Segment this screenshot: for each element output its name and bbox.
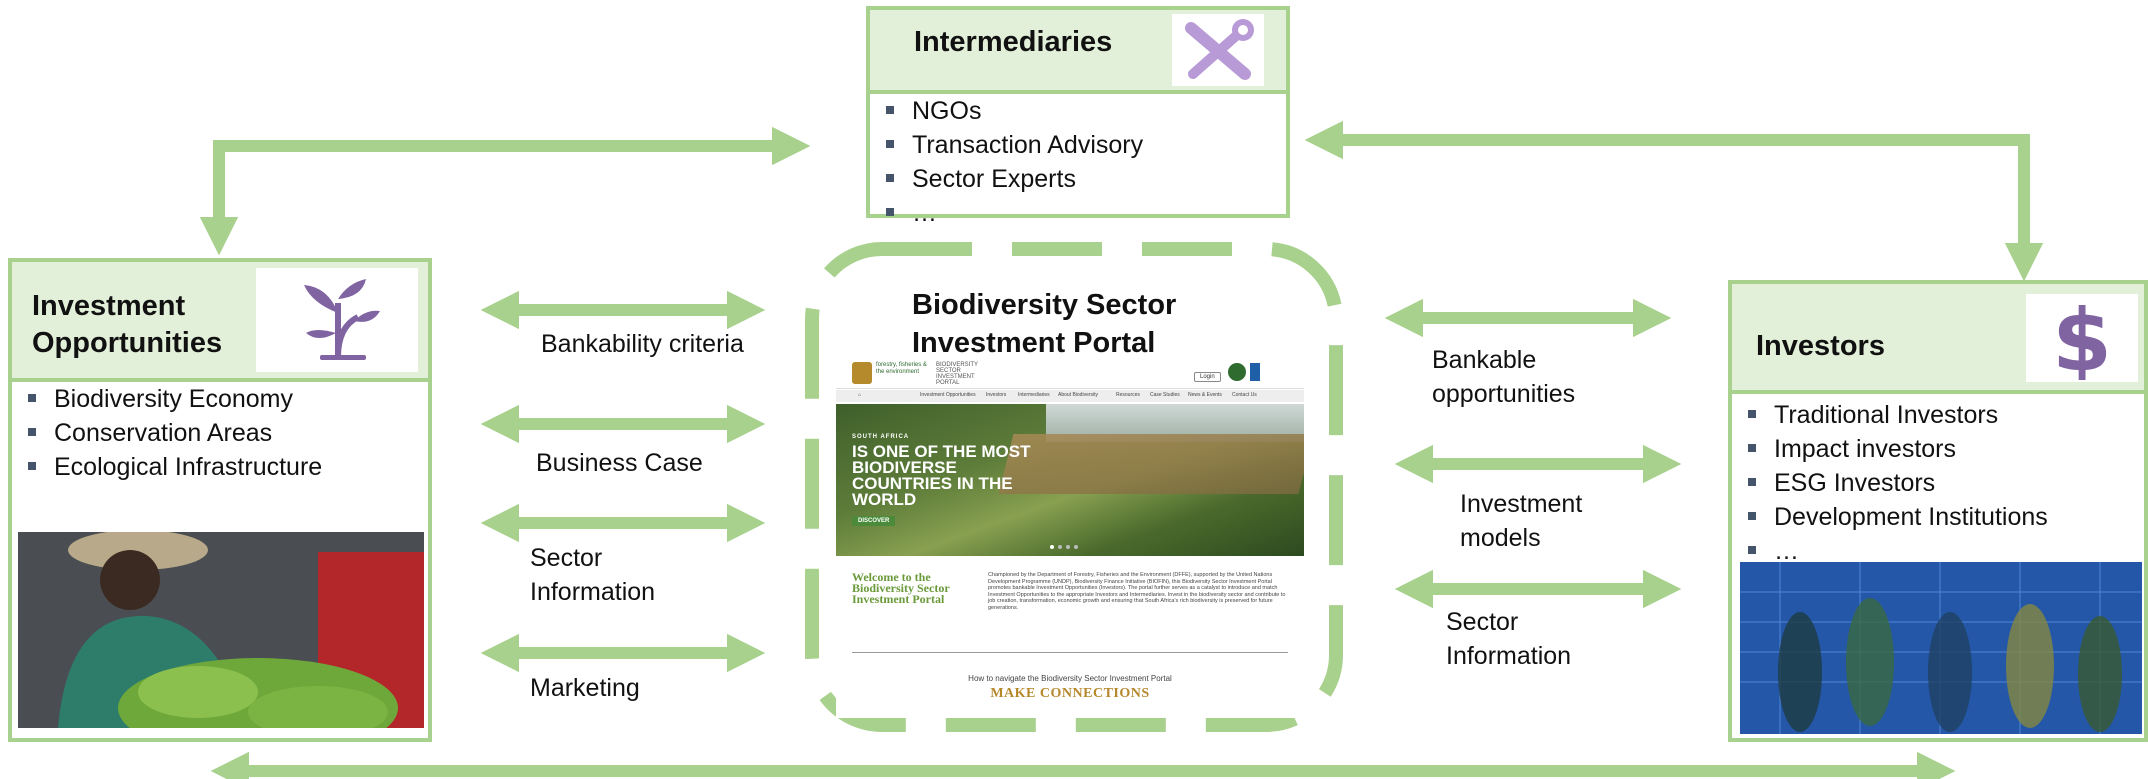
site-header: forestry, fisheries & the environment BI… xyxy=(836,358,1304,389)
label-line: models xyxy=(1460,524,1541,552)
dffe-logo xyxy=(852,362,872,384)
site-welcome-heading: Welcome to the Biodiversity Sector Inves… xyxy=(852,570,950,606)
list-item: Impact investors xyxy=(1744,432,2048,466)
list-item: Development Institutions xyxy=(1744,500,2048,534)
arrow-investment-intermediaries xyxy=(199,126,811,256)
tools-icon xyxy=(1172,14,1264,86)
list-item: NGOs xyxy=(882,94,1143,128)
site-divider xyxy=(852,652,1288,653)
investment-title-line1: Investment xyxy=(32,290,186,322)
label-line: Sector xyxy=(1446,608,1519,636)
label-line: Sector xyxy=(530,544,603,572)
intermediaries-title: Intermediaries xyxy=(914,26,1113,58)
make-connections-heading: MAKE CONNECTIONS xyxy=(990,686,1150,701)
site-logo-text: forestry, fisheries & the environment xyxy=(876,362,927,375)
label-bankability-criteria: Bankability criteria xyxy=(541,330,744,358)
nav-item[interactable]: News & Events xyxy=(1188,392,1222,398)
label-line: Bankable xyxy=(1432,346,1537,374)
undp-logo xyxy=(1250,363,1260,381)
investors-title: Investors xyxy=(1756,330,1885,362)
label-investment-models: Investment models xyxy=(1460,487,1582,555)
portal-title-line1: Biodiversity Sector xyxy=(912,289,1177,321)
site-nav: ⌂ Investment Opportunities Investors Int… xyxy=(836,390,1304,402)
nav-item[interactable]: Investment Opportunities xyxy=(920,392,976,398)
investment-photo xyxy=(18,532,424,728)
investment-opportunities-title: Investment Opportunities xyxy=(32,288,222,362)
intermediaries-header: Intermediaries xyxy=(870,10,1286,94)
list-item: … xyxy=(1744,534,2048,568)
hero-kicker: SOUTH AFRICA xyxy=(852,434,910,440)
portal-title-line2: Investment Portal xyxy=(912,327,1156,359)
intermediaries-box: Intermediaries NGOs Transaction Advisory… xyxy=(866,6,1290,227)
investment-opportunities-header: Investment Opportunities xyxy=(12,262,428,382)
portal-website-screenshot: forestry, fisheries & the environment BI… xyxy=(836,358,1304,718)
site-welcome-text: Championed by the Department of Forestry… xyxy=(988,572,1286,611)
arrow-intermediaries-investors xyxy=(1304,120,2044,282)
site-navigate-text: How to navigate the Biodiversity Sector … xyxy=(968,674,1172,683)
plant-icon xyxy=(256,268,418,372)
label-line: opportunities xyxy=(1432,380,1576,408)
site-portal-text: BIODIVERSITY SECTOR INVESTMENT PORTAL xyxy=(936,362,978,386)
label-sector-information-right: Sector Information xyxy=(1446,605,1571,673)
site-login-button[interactable]: Login xyxy=(1194,372,1221,382)
partner-logo xyxy=(1228,363,1246,381)
discover-button[interactable]: DISCOVER xyxy=(852,516,896,526)
site-hero: SOUTH AFRICA IS ONE OF THE MOST BIODIVER… xyxy=(836,404,1304,556)
portal-title: Biodiversity Sector Investment Portal xyxy=(912,286,1176,362)
home-icon[interactable]: ⌂ xyxy=(858,392,862,398)
list-item: Traditional Investors xyxy=(1744,398,2048,432)
svg-text:$: $ xyxy=(2052,296,2112,380)
nav-item[interactable]: Case Studies xyxy=(1150,392,1180,398)
label-line: Information xyxy=(530,578,656,606)
portal-dashed-outline xyxy=(805,242,1343,732)
intermediaries-list: NGOs Transaction Advisory Sector Experts… xyxy=(882,94,1143,230)
label-line: Information xyxy=(1446,642,1572,670)
label-business-case: Business Case xyxy=(536,449,703,477)
investment-title-line2: Opportunities xyxy=(32,327,223,359)
label-bankable-opportunities: Bankable opportunities xyxy=(1432,343,1575,411)
investment-opportunities-list: Biodiversity Economy Conservation Areas … xyxy=(24,382,322,484)
list-item: Biodiversity Economy xyxy=(24,382,322,416)
list-item: Conservation Areas xyxy=(24,416,322,450)
investors-list: Traditional Investors Impact investors E… xyxy=(1744,398,2048,568)
nav-item[interactable]: Investors xyxy=(986,392,1007,398)
hero-headline: IS ONE OF THE MOST BIODIVERSE COUNTRIES … xyxy=(852,442,1031,509)
list-item: Sector Experts xyxy=(882,162,1143,196)
list-item: ESG Investors xyxy=(1744,466,2048,500)
list-item: Transaction Advisory xyxy=(882,128,1143,162)
nav-item[interactable]: Contact Us xyxy=(1232,392,1257,398)
label-marketing: Marketing xyxy=(530,674,640,702)
dollar-icon: $ xyxy=(2026,294,2138,382)
nav-item[interactable]: Resources xyxy=(1116,392,1140,398)
nav-item[interactable]: Intermediaries xyxy=(1018,392,1050,398)
nav-item[interactable]: About Biodiversity xyxy=(1058,392,1099,398)
investors-header: Investors $ xyxy=(1732,284,2144,394)
label-line: Investment xyxy=(1460,490,1583,518)
list-item: Ecological Infrastructure xyxy=(24,450,322,484)
investors-photo xyxy=(1740,562,2142,734)
list-item: … xyxy=(882,196,1143,230)
carousel-dots[interactable] xyxy=(1046,544,1086,550)
label-sector-information-left: Sector Information xyxy=(530,541,655,609)
